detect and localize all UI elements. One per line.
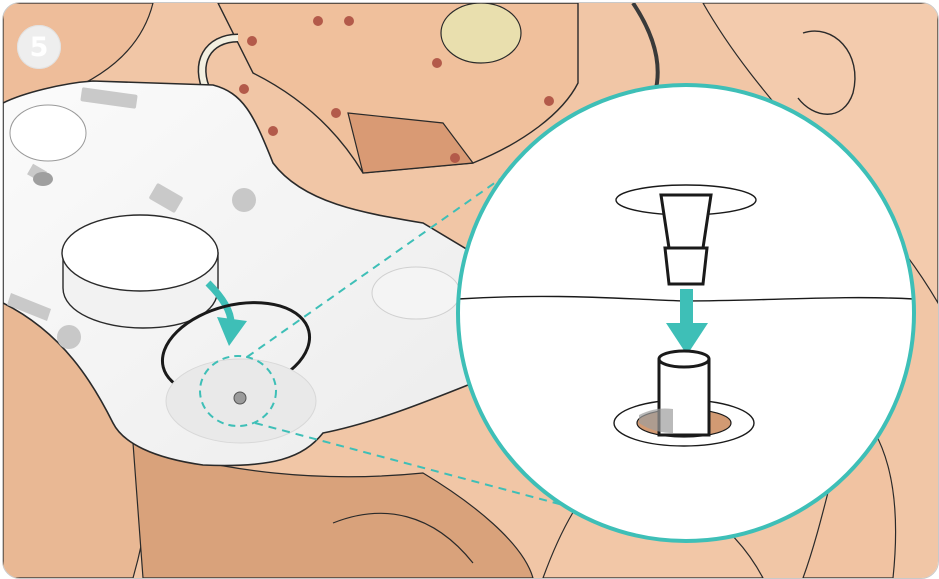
plate-button-2 [57, 325, 81, 349]
bolt-4 [432, 58, 442, 68]
connector-upper [661, 195, 711, 248]
bolt-7 [268, 126, 278, 136]
plate-ghost-ring [372, 267, 460, 319]
manikin-illustration [3, 3, 938, 578]
neck-pad [441, 3, 521, 63]
plate-hole-1 [10, 105, 86, 161]
receptacle-tube-top [659, 351, 709, 367]
plate-button-1 [232, 188, 256, 212]
bolt-6 [331, 108, 341, 118]
step-badge: 5 [17, 25, 61, 69]
bolt-8 [450, 153, 460, 163]
sensor-pin [234, 392, 246, 404]
connector-lower [665, 248, 707, 284]
cylinder-top [62, 215, 218, 291]
bolt-2 [344, 16, 354, 26]
bolt-1 [313, 16, 323, 26]
bolt-5 [239, 84, 249, 94]
bolt-3 [247, 36, 257, 46]
bolt-9 [544, 96, 554, 106]
zoom-view [458, 85, 914, 541]
plate-hole-2 [33, 172, 53, 186]
